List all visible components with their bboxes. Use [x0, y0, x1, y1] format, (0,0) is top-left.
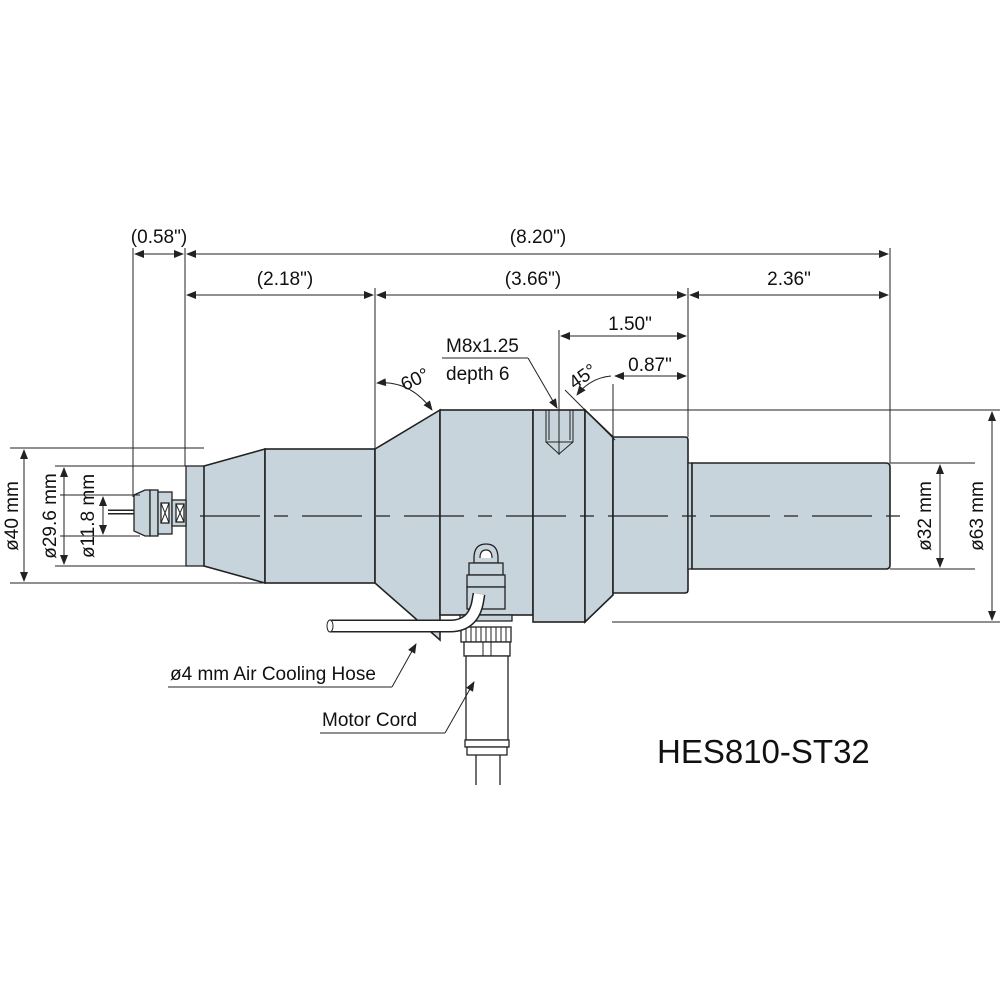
model-title: HES810-ST32 — [657, 733, 870, 770]
thread-spec: M8x1.25 — [446, 336, 519, 357]
dim-shank-diameter: ø32 mm — [915, 481, 936, 551]
motor-cord-label: Motor Cord — [322, 710, 417, 731]
extension-lines — [10, 248, 1000, 623]
angle-chamfer: 45° — [565, 360, 601, 394]
dim-collet-diameter: ø11.8 mm — [78, 474, 99, 558]
dim-shank-length: 2.36" — [767, 269, 811, 290]
motor-cord-body — [465, 655, 509, 741]
rear-body — [612, 436, 689, 594]
spindle-body — [108, 404, 905, 642]
dim-tap-to-shank: 1.50" — [608, 314, 652, 335]
dim-nose-length: (2.18") — [257, 269, 313, 290]
dim-body-diameter: ø40 mm — [2, 481, 23, 551]
dim-chamfer-to-shank: 0.87" — [628, 355, 672, 376]
dim-overall-length: (8.20") — [510, 227, 566, 248]
air-hose-label: ø4 mm Air Cooling Hose — [170, 664, 376, 685]
dimension-arrows — [20, 250, 996, 734]
air-cooling-hose — [326, 592, 486, 633]
tap-hole — [545, 404, 574, 455]
thread-depth: depth 6 — [446, 364, 509, 385]
collet — [108, 489, 187, 537]
dim-collet-length: (0.58") — [131, 227, 187, 248]
dim-body-length: (3.66") — [505, 269, 561, 290]
dim-nose-diameter: ø29.6 mm — [40, 473, 61, 559]
taper-section — [374, 408, 441, 642]
angle-taper: 60° — [398, 364, 433, 395]
dim-max-diameter: ø63 mm — [967, 481, 988, 551]
motor-connector — [459, 543, 513, 785]
